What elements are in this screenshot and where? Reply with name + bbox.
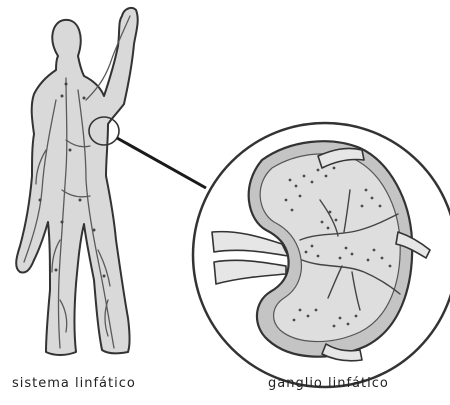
connector-line bbox=[117, 138, 206, 188]
lymph-node-magnified bbox=[193, 123, 450, 387]
caption-lymph-node: ganglio linfático bbox=[268, 376, 389, 391]
human-figure bbox=[16, 8, 137, 355]
body-silhouette bbox=[16, 8, 137, 355]
caption-lymphatic-system: sistema linfático bbox=[12, 376, 136, 391]
